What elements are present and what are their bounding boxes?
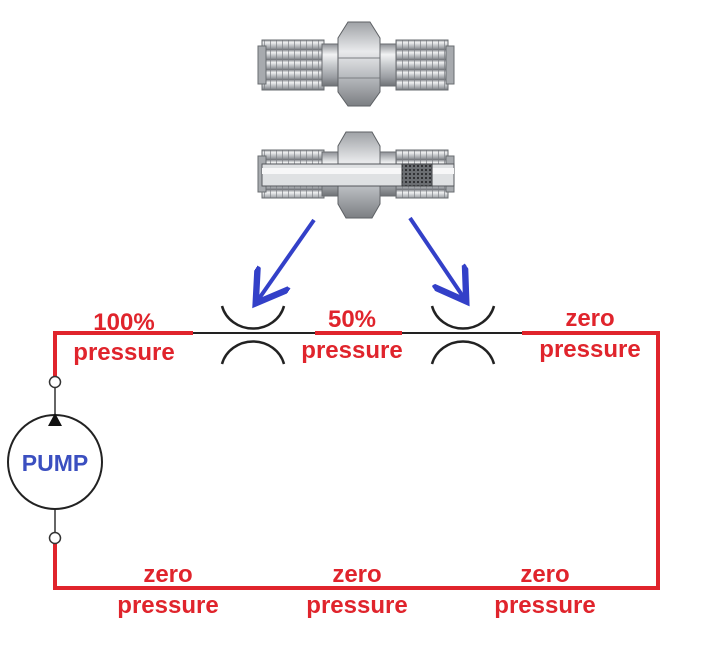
svg-text:pressure: pressure: [117, 592, 218, 619]
restrictor-fitting-icon: [257, 131, 455, 219]
plain-union-fitting-icon: [257, 21, 455, 107]
pipe-circuit: [53, 331, 660, 590]
arrow-to-second-restriction: [408, 216, 464, 298]
svg-text:zero: zero: [520, 561, 569, 588]
svg-text:50%: 50%: [328, 306, 376, 333]
label-upstream: 100% pressure: [73, 309, 174, 366]
label-bottom-middle: zero pressure: [306, 561, 407, 619]
label-between: 50% pressure: [301, 306, 402, 364]
svg-text:zero: zero: [565, 305, 614, 332]
svg-text:zero: zero: [332, 561, 381, 588]
svg-text:pressure: pressure: [73, 339, 174, 366]
label-bottom-right: zero pressure: [494, 561, 595, 619]
svg-text:pressure: pressure: [494, 592, 595, 619]
arrow-to-first-restriction: [258, 218, 316, 300]
svg-text:pressure: pressure: [539, 336, 640, 363]
svg-text:pressure: pressure: [301, 337, 402, 364]
svg-text:100%: 100%: [93, 309, 154, 336]
svg-text:pressure: pressure: [306, 592, 407, 619]
label-downstream: zero pressure: [539, 305, 640, 363]
orifice-restriction-icon: [430, 305, 496, 365]
label-bottom-left: zero pressure: [117, 561, 218, 619]
orifice-restriction-icon: [220, 305, 286, 365]
pump-symbol-icon: [7, 375, 103, 545]
svg-text:zero: zero: [143, 561, 192, 588]
pump-label: PUMP: [22, 450, 88, 476]
